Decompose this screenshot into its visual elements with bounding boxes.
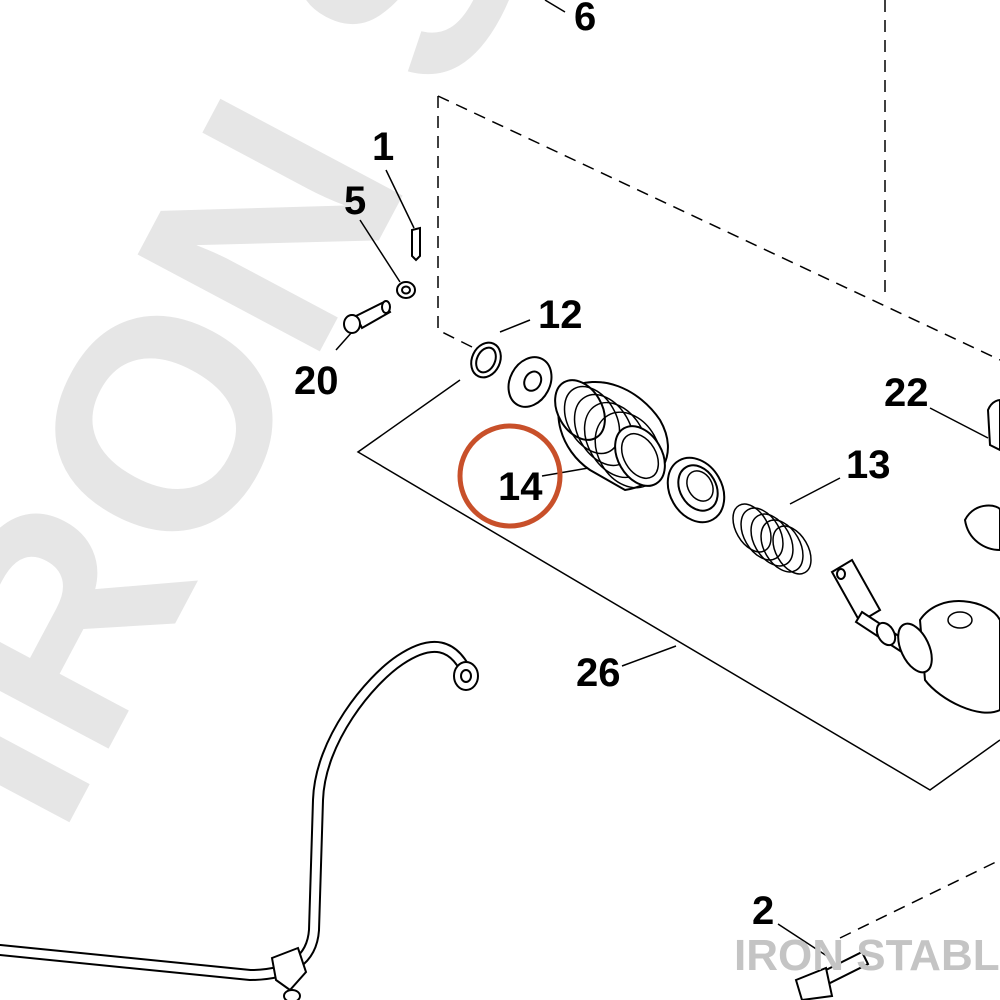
callout-2: 2 (752, 889, 774, 933)
dashed-boundary (437, 0, 1000, 939)
highlight-circle (457, 423, 563, 529)
part-boot-14 (554, 379, 669, 492)
callout-13: 13 (846, 443, 891, 487)
part-master-cylinder (897, 398, 1000, 714)
watermark: IRON STABLE (0, 0, 1000, 870)
brand-logo: IRON STABLE (734, 931, 1000, 980)
part-clevis-pin-20 (343, 300, 392, 334)
part-flat-washer (507, 356, 553, 408)
callouts: 6 1 5 12 20 22 14 13 26 2 (294, 0, 929, 933)
callout-1: 1 (372, 125, 394, 169)
part-cotter-pin (411, 226, 421, 262)
callout-6: 6 (574, 0, 596, 39)
part-hydraulic-line (0, 641, 479, 1000)
part-washer-5 (396, 281, 416, 299)
part-bolt-2 (794, 950, 870, 1000)
callout-12: 12 (538, 293, 583, 337)
callout-26: 26 (576, 651, 621, 695)
part-spring-13 (732, 503, 812, 575)
callout-14: 14 (498, 465, 543, 509)
callout-20: 20 (294, 359, 339, 403)
part-seal-cup (666, 456, 726, 524)
watermark-text: IRON STABLE (0, 0, 1000, 870)
callout-5: 5 (344, 179, 366, 223)
part-retaining-ring-12 (470, 341, 502, 379)
callout-22: 22 (884, 371, 929, 415)
assembly-box-26 (356, 379, 1000, 791)
